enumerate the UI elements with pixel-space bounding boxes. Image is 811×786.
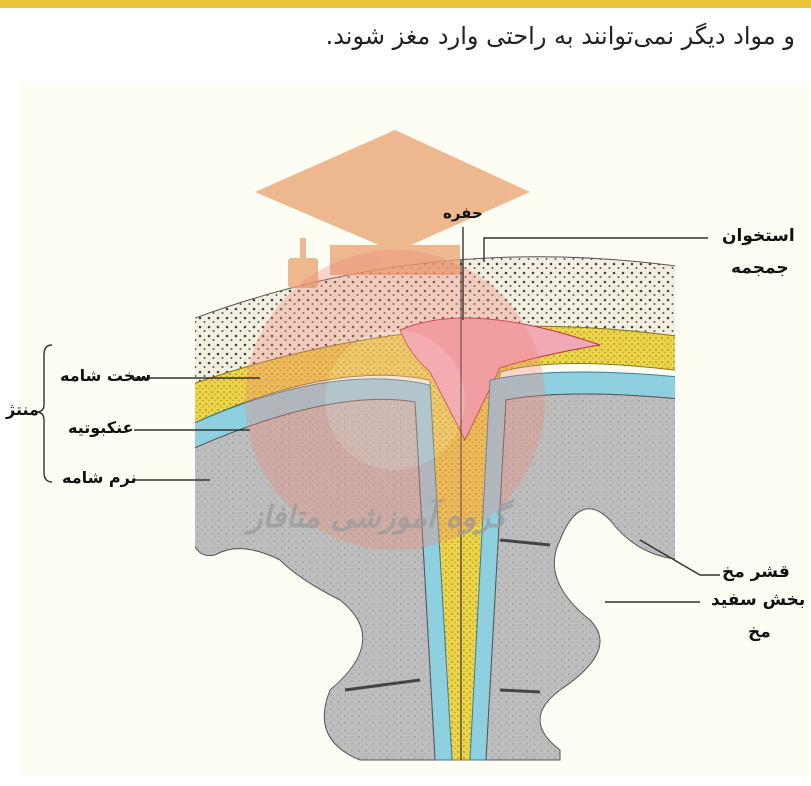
label-arachnoid: عنکبوتیه xyxy=(68,418,134,437)
label-pia: نرم شامه xyxy=(62,468,137,487)
label-white-line1: بخش سفید xyxy=(711,590,805,610)
watermark-text: گروه آموزشی متافاز xyxy=(248,500,507,535)
label-cortex: قشر مخ xyxy=(722,562,790,582)
label-skull-line1: استخوان xyxy=(722,226,795,246)
label-dura: سخت شامه xyxy=(60,366,151,385)
label-meninges: منتژ xyxy=(6,400,39,419)
white-matter-stroke xyxy=(500,690,540,692)
label-white-line2: مخ xyxy=(748,622,771,642)
label-hofre: حفره xyxy=(443,204,483,222)
label-skull-line2: جمجمه xyxy=(731,258,789,278)
